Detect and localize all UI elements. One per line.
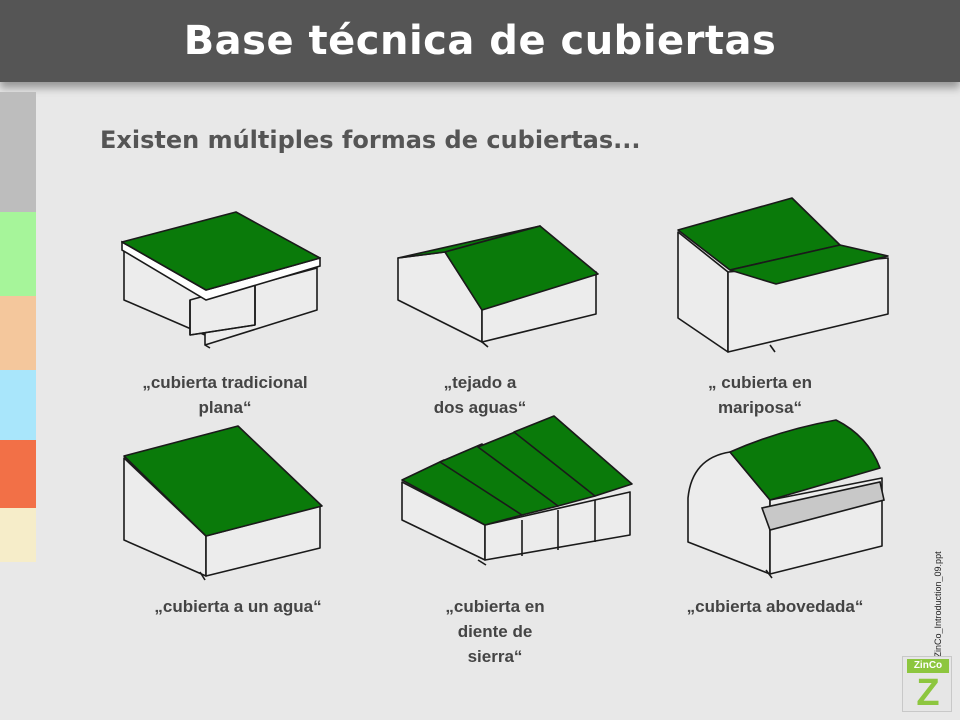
caption-sawtooth-roof: „cubierta en diente de sierra“ [445,597,545,666]
vaulted-roof-building-icon [687,419,885,579]
side-stripe [0,212,36,296]
side-stripe [0,92,36,212]
caption-vaulted-roof: „cubierta abovedada“ [686,597,864,616]
caption-butterfly-roof: „ cubierta en mariposa“ [708,373,812,417]
caption-flat-roof: „cubierta tradicional plana“ [142,373,308,417]
logo-word: ZinCo [907,659,949,673]
sawtooth-roof-building-icon [401,415,633,566]
logo-letter: Z [916,672,940,714]
side-stripe [0,370,36,440]
page-title: Base técnica de cubiertas [183,18,777,64]
butterfly-roof-building-icon [677,197,889,353]
caption-gable-roof: „tejado a dos aguas“ [433,373,527,417]
gable-roof-building-icon [397,225,599,348]
shed-roof-building-icon [123,425,323,581]
side-stripe [0,508,36,562]
caption-shed-roof: „cubierta a un agua“ [154,597,322,616]
subtitle: Existen múltiples formas de cubiertas... [100,126,641,154]
side-stripe [0,440,36,508]
flat-roof-building-icon [121,211,321,349]
title-bar: Base técnica de cubiertas [0,0,960,82]
copyright-note: © ZinCo_Introduction_09.ppt [933,551,943,670]
side-stripe [0,296,36,370]
zinco-logo: ZinCo Z [902,656,952,712]
side-color-stripes [0,92,36,562]
